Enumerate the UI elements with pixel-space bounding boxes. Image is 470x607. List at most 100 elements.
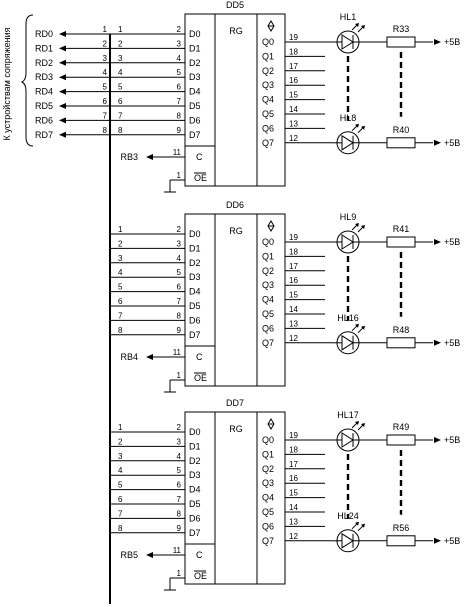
chip-0-q-label-7: Q7 [262,138,274,148]
chip-1-right-pin-1: 18 [289,247,298,256]
chip-0-right-pin-7: 12 [289,134,298,143]
dd1-left-pin-4: 6 [177,283,182,292]
chip-2-tristate-icon [267,418,275,430]
rd-arrow-4 [59,88,66,95]
chip-2-q-label-5: Q5 [262,507,274,517]
chip-1-right-pin-5: 14 [289,305,298,314]
dd1-left-pin-3: 5 [177,268,182,277]
chip-1-din-label-7: D7 [189,330,201,340]
chip-0-din-label-3: D3 [189,72,201,82]
rd-arrow-5 [59,103,66,109]
chip-0-right-pin-0: 19 [289,33,298,42]
chip-2-din-label-0: D0 [189,427,201,437]
dd2-bus-number-6: 7 [118,509,123,518]
dd2-bus-number-4: 5 [118,481,123,490]
chip-2-q-label-3: Q3 [262,478,274,488]
dd0-left-pin-4: 6 [177,83,182,92]
chip-0-right-pin-1: 18 [289,47,298,56]
dd0-bus-number-3: 4 [118,68,123,77]
chip-0-strobe-arrow [146,154,153,160]
chip-1-right-pin-0: 19 [289,233,298,242]
chip-1-led-0-ray-a-head [355,223,359,227]
chip-2-res-0-body [386,434,416,446]
chip-2-right-pin-2: 17 [289,460,298,469]
chip-1-name: DD6 [226,200,244,210]
chip-2-right-pin-5: 14 [289,503,298,512]
rd-arrow-3 [59,74,66,81]
chip-2-strobe-arrow [146,552,153,558]
dd1-bus-number-5: 6 [118,297,123,306]
chip-2-right-pin-3: 16 [289,474,298,483]
chip-2-res-0-supply-label: +5В [444,435,460,445]
dd2-left-pin-3: 5 [177,466,182,475]
chip-0-q-label-2: Q2 [262,66,274,76]
rd-arrow-7 [59,131,66,138]
chip-1-din-label-5: D5 [189,301,201,311]
chip-2-led-0-label: HL17 [337,410,359,420]
dd1-left-pin-2: 4 [177,254,182,263]
chip-0-right-pin-5: 14 [289,105,298,114]
chip-0-din-label-1: D1 [189,43,201,53]
chip-0-din-label-0: D0 [189,29,201,39]
rd-arrow-1 [59,45,66,52]
dd0-left-pin-3: 5 [177,68,182,77]
rd-wire-number-1: 2 [103,39,108,48]
dd0-bus-number-7: 8 [118,126,123,135]
dd2-bus-number-1: 2 [118,437,123,446]
chip-0-oe-label: OE [194,173,207,183]
chip-2-right-pin-4: 15 [289,489,298,498]
chip-2-q-label-2: Q2 [262,464,274,474]
chip-0-q-label-0: Q0 [262,37,274,47]
chip-0-res-0-label: R33 [393,24,410,34]
dd2-left-pin-0: 2 [177,423,182,432]
dd2-left-pin-5: 7 [177,495,182,504]
dd0-bus-number-0: 1 [118,25,123,34]
rd-label-1: RD1 [35,43,53,53]
chip-0-din-label-6: D6 [189,115,201,125]
chip-1-clock-pin: 11 [173,348,182,357]
chip-0-res-1-body [386,137,416,149]
dd0-left-pin-7: 9 [177,126,182,135]
chip-1-right-pin-7: 12 [289,334,298,343]
chip-2-res-1-body [386,535,416,547]
dd0-bus-number-6: 7 [118,111,123,120]
chip-1-tristate-icon [267,220,275,232]
chip-1-body [184,213,286,387]
chip-2-led-0-ray-b-head [361,423,365,427]
chip-0-led-0-label: HL1 [340,12,357,22]
chip-0-led-0-ray-a-head [355,23,359,27]
chip-1-led-1-ray-a-head [355,323,359,328]
chip-2-din-label-4: D4 [189,485,201,495]
chip-2-din-label-3: D3 [189,470,201,480]
rd-wire-number-7: 8 [103,126,108,135]
dd2-left-pin-6: 8 [177,509,182,518]
chip-2-oe-pin: 1 [177,569,182,578]
dd1-bus-number-7: 8 [118,326,123,335]
dd2-left-pin-4: 6 [177,481,182,490]
chip-0-right-pin-2: 17 [289,62,298,71]
dd2-left-pin-7: 9 [177,524,182,533]
dd1-left-pin-7: 9 [177,326,182,335]
chip-0-strobe-label: RB3 [120,152,138,162]
dd2-bus-number-7: 8 [118,524,123,533]
chip-0-led-0-icon [341,34,354,50]
chip-2-din-label-1: D1 [189,441,201,451]
chip-2-res-1-label: R56 [393,523,410,533]
chip-2-q-label-6: Q6 [262,521,274,531]
rd-arrow-0 [59,31,66,37]
chip-0-led-1-icon [341,134,354,151]
chip-0-din-label-7: D7 [189,130,201,140]
chip-2-right-pin-0: 19 [289,431,298,440]
chip-2-right-pin-1: 18 [289,445,298,454]
chip-1-led-0-icon [341,234,354,250]
chip-1-res-1-supply-arrow [434,339,441,346]
chip-0-tristate-icon [267,20,275,32]
rd-label-6: RD6 [35,115,53,125]
chip-2-din-label-5: D5 [189,499,201,509]
chip-0-type: RG [229,26,243,36]
rd-label-7: RD7 [35,130,53,140]
chip-1-led-1-icon [341,334,354,351]
chip-2-strobe-label: RB5 [120,550,138,560]
chip-1-type: RG [229,226,243,236]
chip-2-din-label-2: D2 [189,456,201,466]
